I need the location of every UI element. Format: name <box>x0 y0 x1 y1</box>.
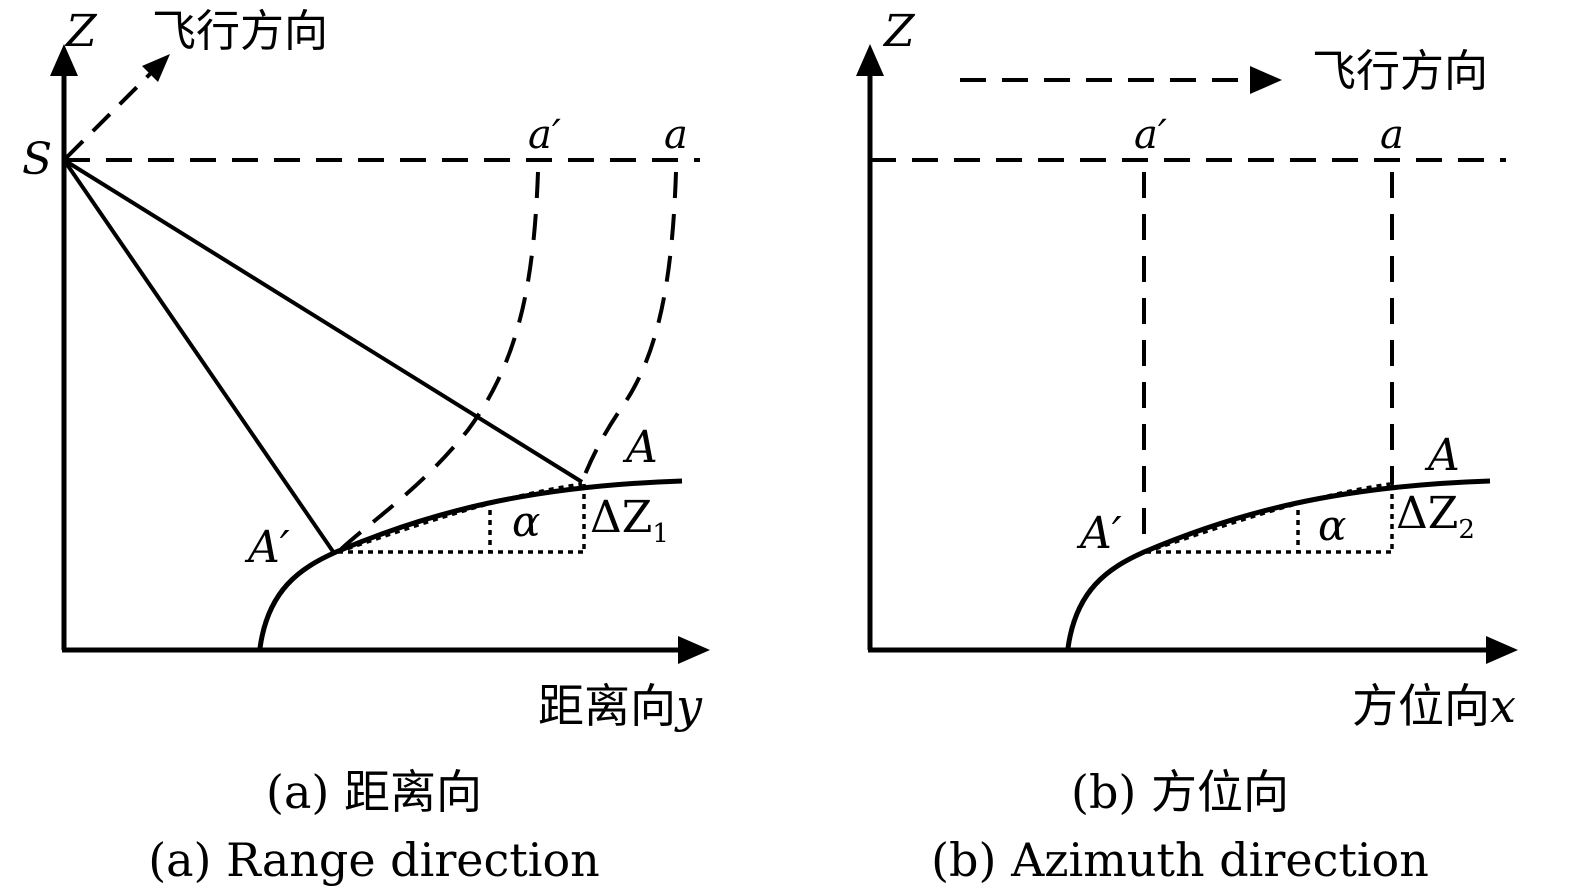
y-axis-label: 距离向y <box>538 679 703 733</box>
delta-z2-main: ΔZ <box>1396 488 1458 539</box>
delta-z2-label: ΔZ2 <box>1396 488 1475 545</box>
z-axis-arrowhead-b <box>856 44 884 76</box>
delta-z2-sub: 2 <box>1458 515 1475 545</box>
projection-curve-a-prime <box>336 171 540 554</box>
sensor-label: S <box>22 134 52 185</box>
y-axis-label-cn: 距离向 <box>538 679 676 733</box>
y-axis-label-var: y <box>674 679 703 733</box>
slant-range-to-A-prime <box>62 158 336 555</box>
z-label-b: Z <box>882 6 916 57</box>
panel-range: Z 飞行方向 S a′ a A A′ α ΔZ1 距离向y (a) 距离向 (a… <box>22 6 710 887</box>
panel-azimuth: Z 飞行方向 a′ a A A′ α ΔZ2 方位向x (b) 方位向 (b) … <box>856 6 1518 887</box>
flight-arrow-a <box>64 70 154 160</box>
alpha-label-b: α <box>1318 501 1346 550</box>
dotted-chord-a <box>337 482 583 554</box>
terrain-curve-b <box>1065 478 1491 649</box>
a-prime-top-label-a: a′ <box>528 112 561 158</box>
a-top-label-a: a <box>664 112 688 158</box>
flight-arrowhead-a <box>142 54 170 82</box>
delta-z1-main: ΔZ <box>590 492 652 543</box>
z-axis-arrowhead-a <box>50 44 78 76</box>
a-top-label-b: a <box>1380 112 1404 158</box>
caption-cn-a: (a) 距离向 <box>266 765 482 819</box>
flight-arrowhead-b <box>1250 66 1282 94</box>
delta-z1-label: ΔZ1 <box>590 492 669 549</box>
caption-cn-b: (b) 方位向 <box>1071 765 1289 819</box>
x-axis-arrowhead-b <box>1486 636 1518 664</box>
y-axis-arrowhead-a <box>678 636 710 664</box>
alpha-label-a: α <box>512 497 540 546</box>
A-label-a: A <box>622 422 658 473</box>
terrain-curve-a <box>257 478 683 649</box>
dotted-chord-b <box>1145 482 1391 554</box>
projection-curve-a <box>580 171 678 483</box>
slant-range-to-A <box>62 158 584 484</box>
A-prime-label-a: A′ <box>244 522 290 573</box>
A-prime-label-b: A′ <box>1076 508 1122 559</box>
z-label-a: Z <box>64 6 98 57</box>
x-axis-label: 方位向x <box>1352 679 1516 733</box>
x-axis-label-cn: 方位向 <box>1352 679 1490 733</box>
a-prime-top-label-b: a′ <box>1134 112 1167 158</box>
x-axis-label-var: x <box>1490 679 1516 733</box>
caption-en-b: (b) Azimuth direction <box>931 833 1429 887</box>
flight-label-a: 飞行方向 <box>152 6 328 57</box>
delta-z1-sub: 1 <box>652 519 669 549</box>
flight-label-b: 飞行方向 <box>1312 46 1488 97</box>
A-label-b: A <box>1424 430 1460 481</box>
caption-en-a: (a) Range direction <box>148 833 600 887</box>
